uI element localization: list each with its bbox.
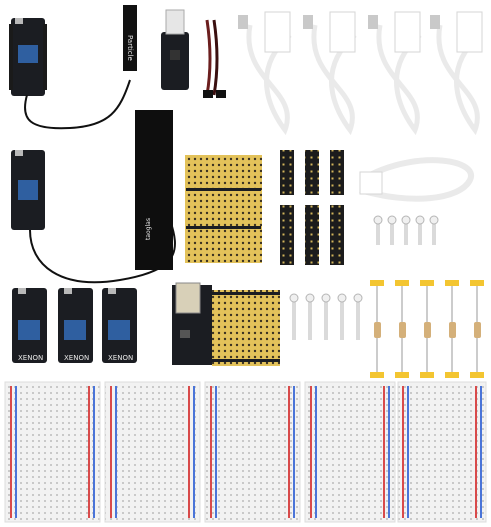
- ethernet-featherwing: [172, 282, 212, 365]
- header-pins: [280, 150, 344, 265]
- ribbon-cable: [203, 19, 226, 98]
- resistor-tape: [370, 280, 484, 378]
- leds-row-2: [289, 293, 363, 340]
- usb-cables-row: [246, 24, 482, 136]
- usb-debugger: [161, 9, 189, 90]
- xenon-label-3: XENON: [108, 354, 133, 362]
- leds-row-1: [373, 215, 439, 245]
- xenon-label-2: XENON: [64, 354, 89, 362]
- argon-board-top: [9, 18, 131, 130]
- xenon-boards: XENON XENON XENON: [12, 288, 137, 363]
- proto-board-1: [185, 155, 262, 263]
- xenon-label-1: XENON: [18, 354, 43, 362]
- usb-cable-coil: [359, 157, 475, 202]
- particle-antenna-stick: Particle: [123, 5, 137, 71]
- argon-board-middle: [11, 150, 176, 284]
- taoglas-flat-antenna: taoglas: [135, 110, 173, 270]
- particle-logo-text: Particle: [126, 35, 134, 61]
- proto-board-2: [212, 290, 280, 366]
- usb-connectors: [238, 11, 483, 53]
- taoglas-brand-text: taoglas: [145, 218, 152, 240]
- breadboards: [4, 381, 487, 523]
